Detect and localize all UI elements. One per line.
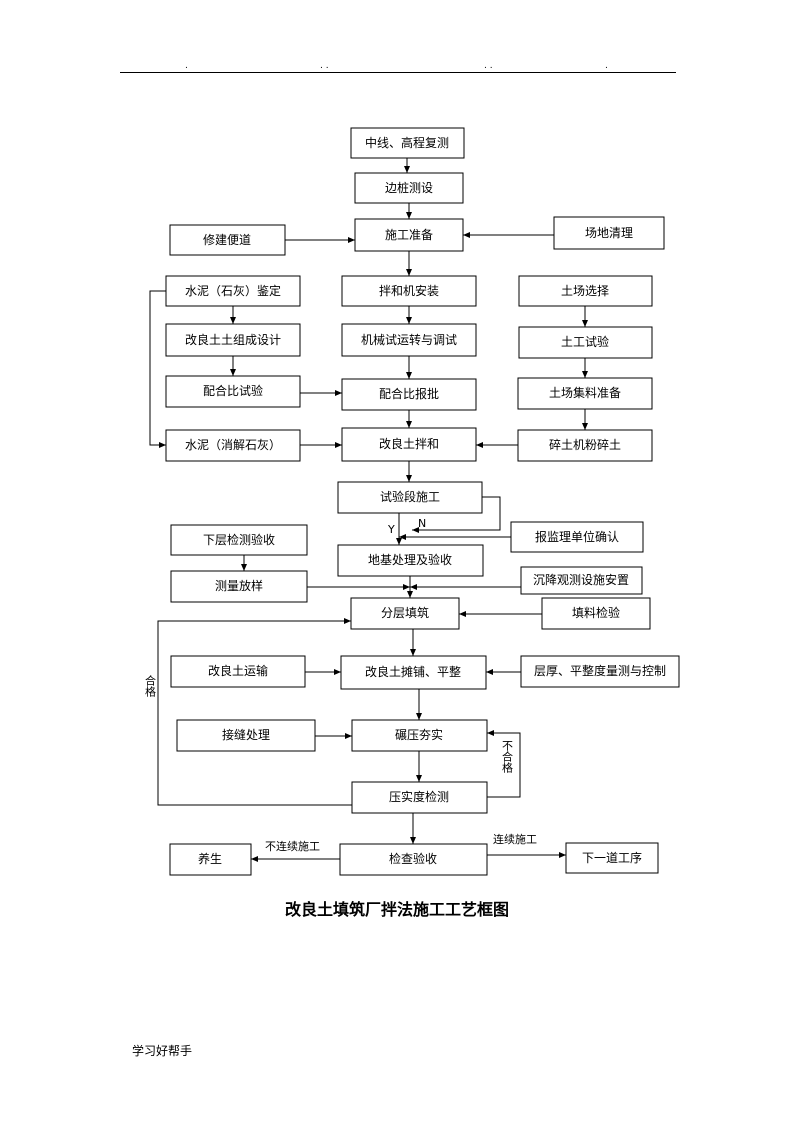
- box-lower-check: [170, 524, 308, 556]
- box-spread: [340, 655, 487, 690]
- label-machine-test: 机械试运转与调试: [361, 332, 457, 347]
- diagram-caption: 改良土填筑厂拌法施工工艺框图: [284, 900, 509, 919]
- box-survey: [350, 127, 465, 159]
- label-cement-slaked: 水泥（消解石灰）: [185, 438, 281, 452]
- box-layer-fill: [350, 597, 460, 630]
- label-stake: 边桩测设: [385, 180, 433, 195]
- box-settle: [520, 566, 643, 595]
- label-measure: 测量放样: [215, 578, 263, 593]
- box-cement-slaked: [165, 429, 301, 462]
- label-compact: 碾压夯实: [395, 727, 443, 742]
- label-soil-select: 土场选择: [561, 284, 609, 298]
- label-soil-mix: 改良土拌和: [379, 436, 439, 451]
- arrow-trial-n-loop: [412, 496, 501, 533]
- label-temp-road: 修建便道: [203, 232, 251, 247]
- box-ratio-test: [165, 375, 301, 408]
- label-cure: 养生: [198, 851, 222, 866]
- label-fill-check: 填料检验: [572, 605, 620, 620]
- label-settle: 沉降观测设施安置: [533, 572, 629, 587]
- label-foundation: 地基处理及验收: [368, 552, 452, 567]
- box-site-clear: [553, 216, 665, 250]
- label-joint: 接缝处理: [222, 727, 270, 742]
- box-cement-test: [165, 275, 301, 307]
- header-mark: .: [605, 61, 608, 71]
- page-footer: 学习好帮手: [132, 1044, 193, 1058]
- label-fail: 不合格: [501, 740, 514, 774]
- label-discontinuous: 不连续施工: [265, 839, 320, 853]
- box-next-step: [565, 842, 659, 874]
- label-survey: 中线、高程复测: [365, 135, 449, 150]
- header-mark: . .: [484, 61, 493, 71]
- label-ratio-test: 配合比试验: [203, 383, 263, 398]
- label-lower-check: 下层检测验收: [203, 532, 275, 547]
- box-measure: [170, 570, 308, 603]
- label-soil-test: 土工试验: [561, 334, 609, 349]
- box-fill-check: [541, 597, 651, 630]
- box-trial: [337, 481, 483, 514]
- label-spread: 改良土摊铺、平整: [365, 664, 461, 679]
- header-mark: . .: [320, 61, 329, 71]
- label-mixer-install: 拌和机安装: [379, 283, 439, 298]
- label-pass: 合格: [144, 674, 157, 698]
- box-mixer-install: [341, 275, 477, 307]
- box-soil-select: [518, 275, 653, 307]
- box-thickness: [520, 655, 680, 688]
- box-joint: [176, 719, 316, 752]
- label-site-clear: 场地清理: [585, 226, 633, 240]
- box-crusher: [517, 429, 653, 462]
- label-layer-fill: 分层填筑: [381, 605, 429, 620]
- box-cure: [169, 843, 252, 876]
- box-supervisor: [510, 521, 644, 553]
- label-trial: 试验段施工: [380, 489, 440, 504]
- label-density: 压实度检测: [389, 789, 449, 804]
- header-mark: .: [185, 61, 188, 71]
- label-ratio-approve: 配合比报批: [379, 386, 439, 401]
- label-continuous: 连续施工: [493, 832, 537, 846]
- label-next-step: 下一道工序: [582, 850, 642, 865]
- label-supervisor: 报监理单位确认: [535, 529, 619, 544]
- header-rule: [120, 72, 676, 73]
- label-transport: 改良土运输: [208, 663, 268, 678]
- label-thickness: 层厚、平整度量测与控制: [534, 663, 666, 678]
- box-density: [351, 781, 488, 814]
- arrow-pass-loop: [157, 618, 352, 806]
- label-n: N: [418, 517, 426, 530]
- label-crusher: 碎土机粉碎土: [549, 437, 621, 452]
- label-soil-gather: 土场集料准备: [549, 385, 621, 400]
- arrow-cement-slaked: [149, 290, 166, 448]
- box-soil-gather: [517, 377, 653, 410]
- label-prep: 施工准备: [385, 228, 433, 242]
- label-cement-test: 水泥（石灰）鉴定: [185, 283, 281, 298]
- box-soil-test: [518, 326, 653, 359]
- label-mix-design: 改良土土组成设计: [185, 332, 281, 347]
- box-mix-design: [165, 323, 301, 357]
- label-inspect: 检查验收: [389, 851, 437, 866]
- arrow-fail-loop: [487, 730, 521, 798]
- label-y: Y: [387, 523, 395, 536]
- box-foundation: [337, 544, 484, 577]
